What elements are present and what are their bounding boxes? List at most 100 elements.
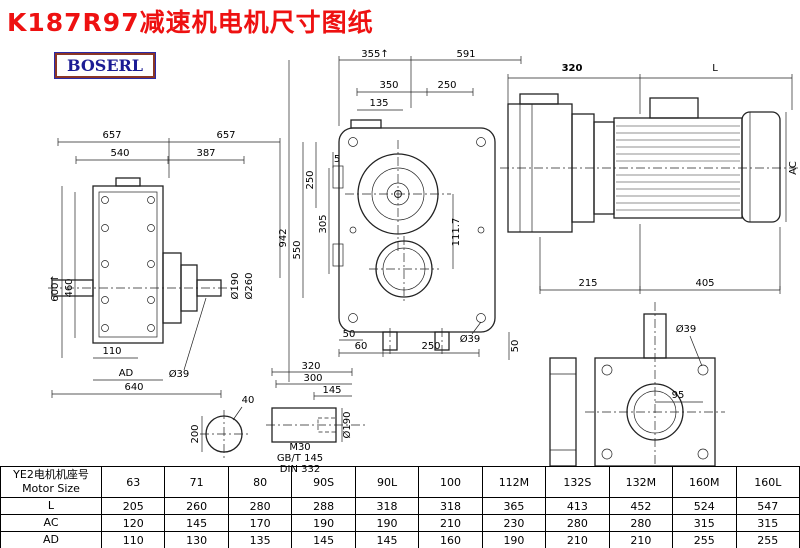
table-cell: 120 xyxy=(100,514,166,532)
table-cell: 145 xyxy=(164,514,229,532)
dim-label: 657 xyxy=(102,130,121,141)
dim-label: 540 xyxy=(110,148,129,159)
table-cell: 524 xyxy=(672,497,737,515)
motor-view-labels: 320 L AC 215 405 xyxy=(562,63,799,289)
column-header: 100 xyxy=(418,466,483,498)
table-header-motor-size: YE2电机机座号 Motor Size xyxy=(0,466,102,498)
table-cell: 260 xyxy=(164,497,229,515)
dim-label: Ø190 xyxy=(229,273,241,300)
dim-label: 350 xyxy=(379,80,398,91)
table-cell: 315 xyxy=(672,514,737,532)
page-title: K187R97减速机电机尺寸图纸 xyxy=(7,8,374,37)
dim-label: 95 xyxy=(672,390,685,401)
table-cell: 190 xyxy=(481,531,547,548)
dim-label: Ø39 xyxy=(169,368,190,380)
table-cell: 288 xyxy=(291,497,356,515)
table-cell: 452 xyxy=(608,497,674,515)
table-cell: 318 xyxy=(354,497,420,515)
dim-label: 40 xyxy=(242,395,255,406)
dim-label: Ø39 xyxy=(460,333,481,345)
dim-label: 591 xyxy=(456,49,475,60)
table-cell: 230 xyxy=(481,514,547,532)
left-view-labels: 657 657 540 387 600↑ 460 110 AD 640 Ø39 … xyxy=(50,130,255,393)
row-label: L xyxy=(0,497,102,515)
dim-label: Ø39 xyxy=(676,323,697,335)
dim-label: Ø260 xyxy=(243,273,255,300)
column-header: 63 xyxy=(100,466,166,498)
table-cell: 145 xyxy=(291,531,356,548)
motor-view-dimension-lines xyxy=(507,74,793,294)
column-header: 90L xyxy=(354,466,420,498)
dim-label: 135 xyxy=(369,98,388,109)
table-row: AD 110 130 135 145 145 160 190 210 210 2… xyxy=(0,531,800,548)
column-header: 132M xyxy=(608,466,674,498)
column-header: 90S xyxy=(291,466,356,498)
motor-view-outline xyxy=(500,93,798,233)
shaft-detail-dimensions: 320 300 145 Ø190 xyxy=(271,361,353,442)
front-view-dimension-lines xyxy=(288,56,522,382)
dim-label: 250 xyxy=(421,341,440,352)
table-cell: 160 xyxy=(418,531,483,548)
table-header-cn: YE2电机机座号 xyxy=(13,468,89,482)
table-cell: 190 xyxy=(291,514,356,532)
output-flange-view: Ø39 95 xyxy=(549,302,725,467)
dim-label: 387 xyxy=(196,148,215,159)
dim-label: 300 xyxy=(303,373,322,384)
dim-label: 200 xyxy=(190,424,201,443)
front-view: 355↑ 591 350 250 135 942 550 250 5 305 1… xyxy=(278,49,522,382)
shaft-detail-outline xyxy=(266,407,366,443)
column-header: 112M xyxy=(481,466,547,498)
table-cell: 413 xyxy=(545,497,610,515)
dim-label: 5 xyxy=(334,154,340,165)
table-row: AC 120 145 170 190 190 210 230 280 280 3… xyxy=(0,514,800,532)
dim-label: 550 xyxy=(292,240,303,259)
dim-label: AD xyxy=(119,368,134,379)
row-label: AC xyxy=(0,514,102,532)
column-header: 80 xyxy=(227,466,293,498)
thread-note: M30 xyxy=(289,442,310,453)
table-cell: 210 xyxy=(418,514,483,532)
front-view-labels: 355↑ 591 350 250 135 942 550 250 5 305 1… xyxy=(278,49,521,352)
table-cell: 135 xyxy=(227,531,293,548)
dim-label: 250 xyxy=(305,170,316,189)
table-cell: 210 xyxy=(608,531,674,548)
table-cell: 255 xyxy=(672,531,737,548)
table-cell: 255 xyxy=(735,531,800,548)
row-label: AD xyxy=(0,531,102,548)
table-cell: 318 xyxy=(418,497,483,515)
boserl-logo: BOSERL xyxy=(53,52,157,79)
table-header-row: YE2电机机座号 Motor Size 63 71 80 90S 90L 100… xyxy=(0,466,800,498)
table-cell: 130 xyxy=(164,531,229,548)
table-header-en: Motor Size xyxy=(22,482,80,495)
standard-note: GB/T 145 xyxy=(277,453,323,464)
column-header: 132S xyxy=(545,466,610,498)
dim-label: 355↑ xyxy=(361,49,388,60)
flange-view-outline xyxy=(549,302,725,467)
dim-label: 145 xyxy=(322,385,341,396)
left-side-view: 657 657 540 387 600↑ 460 110 AD 640 Ø39 … xyxy=(48,130,281,398)
table-cell: 315 xyxy=(735,514,800,532)
column-header: 160L xyxy=(735,466,800,498)
dim-label: 657 xyxy=(216,130,235,141)
dim-label: 50 xyxy=(510,340,521,353)
column-header: 160M xyxy=(672,466,737,498)
dim-label: 405 xyxy=(695,278,714,289)
table-cell: 280 xyxy=(545,514,610,532)
circle-detail-outline xyxy=(200,410,248,458)
dim-label: 110 xyxy=(102,346,121,357)
left-view-dimension-lines xyxy=(51,138,281,398)
table-cell: 145 xyxy=(354,531,420,548)
shaft-end-detail: 40 200 xyxy=(190,395,255,458)
column-header: 71 xyxy=(164,466,229,498)
dim-label: 50 xyxy=(343,329,356,340)
table-cell: 110 xyxy=(100,531,166,548)
table-cell: 280 xyxy=(227,497,293,515)
table-cell: 205 xyxy=(100,497,166,515)
flange-view-dimensions: Ø39 95 xyxy=(655,323,703,403)
motor-size-table: YE2电机机座号 Motor Size 63 71 80 90S 90L 100… xyxy=(0,466,800,548)
dim-label: 640 xyxy=(124,382,143,393)
dim-label: 320 xyxy=(562,63,583,74)
left-view-outline xyxy=(48,177,233,344)
table-cell: 170 xyxy=(227,514,293,532)
dim-label: 111.7 xyxy=(451,218,462,247)
